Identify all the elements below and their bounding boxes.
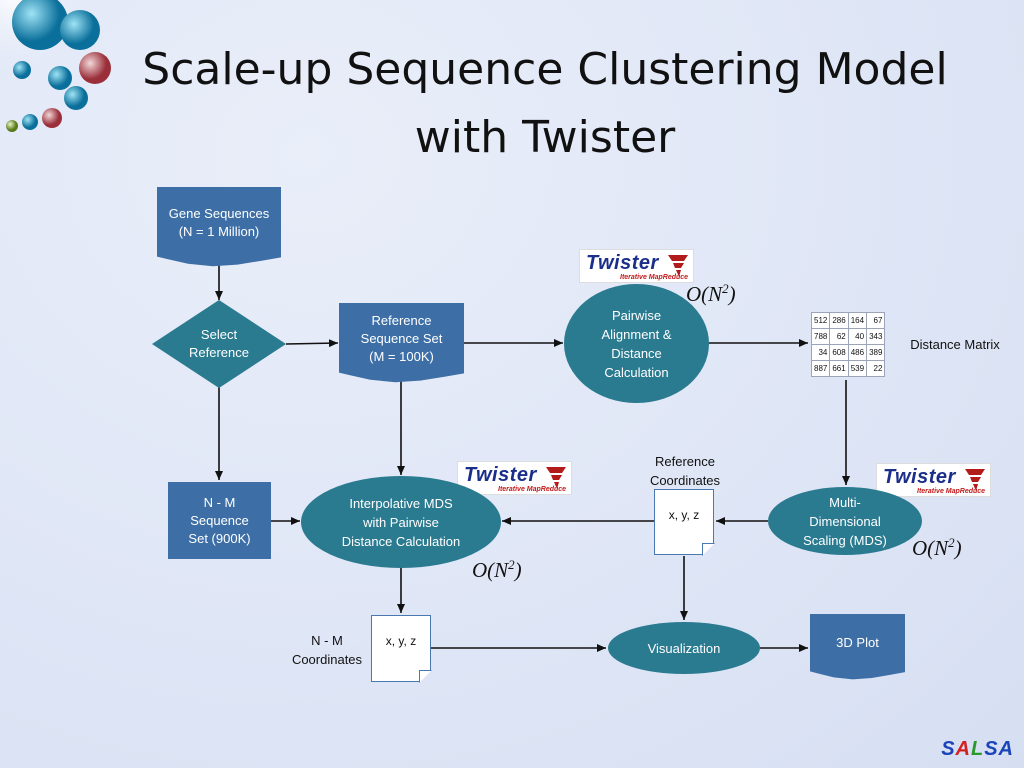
complexity-mds: O(N2)	[912, 535, 962, 561]
matrix-cell: 389	[866, 344, 886, 361]
salsa-letter: A	[998, 738, 1014, 760]
mds-line-1: Multi-	[829, 494, 861, 510]
nm-set-line-1: N - M	[203, 494, 236, 510]
ref-coords-line-2: Coordinates	[649, 473, 721, 488]
nm-coordinates-label: N - M Coordinates	[282, 631, 372, 669]
pairwise-line-4: Calculation	[604, 364, 669, 380]
complexity-interpolative: O(N2)	[472, 557, 522, 583]
interp-line-3: Distance Calculation	[341, 533, 461, 549]
decorative-globes-image	[0, 0, 140, 132]
matrix-cell: 486	[847, 344, 868, 361]
tornado-icon	[546, 467, 566, 489]
twister-logo-name: Twister	[464, 464, 537, 486]
mds-line-3: Scaling (MDS)	[803, 532, 887, 548]
slide-title: Scale-up Sequence Clustering Model with …	[60, 36, 1024, 172]
matrix-cell: 286	[829, 312, 849, 329]
twister-logo-tagline: Iterative MapReduce	[498, 486, 567, 493]
matrix-cell: 788	[810, 328, 831, 345]
pairwise-line-2: Alignment &	[601, 326, 672, 342]
interp-line-2: with Pairwise	[363, 514, 439, 530]
gene-sequences-node: Gene Sequences (N = 1 Million)	[157, 187, 281, 267]
interpolative-mds-node: Interpolative MDS with Pairwise Distance…	[301, 476, 501, 568]
matrix-cell: 608	[829, 344, 849, 361]
matrix-cell: 512	[810, 312, 831, 329]
complexity-pairwise: O(N2)	[686, 281, 736, 307]
select-reference-line-1: Select	[200, 327, 238, 342]
nm-coords-line-1: N - M	[311, 633, 343, 648]
title-line-2: with Twister	[414, 112, 676, 163]
twister-logo-mds: Twister Iterative MapReduce	[876, 463, 991, 497]
twister-logo-tagline: Iterative MapReduce	[917, 488, 986, 495]
twister-logo-name: Twister	[883, 466, 956, 488]
select-reference-diamond	[152, 300, 286, 388]
visualization-node: Visualization	[608, 622, 760, 674]
twister-logo-name: Twister	[586, 252, 659, 274]
arrow-select-to-refset	[285, 339, 339, 348]
ref-set-line-1: Reference	[371, 313, 432, 328]
reference-sequence-set-node: Reference Sequence Set (M = 100K)	[339, 303, 464, 383]
xyz-nm-text: x, y, z	[385, 634, 417, 648]
salsa-letter: L	[970, 738, 985, 760]
tornado-icon	[965, 469, 985, 491]
matrix-cell: 34	[810, 344, 831, 361]
interp-line-1: Interpolative MDS	[349, 495, 453, 511]
select-reference-line-2: Reference	[189, 345, 249, 360]
title-line-1: Scale-up Sequence Clustering Model	[142, 44, 948, 95]
xyz-reference-text: x, y, z	[668, 508, 700, 522]
nm-sequence-set-node: N - M Sequence Set (900K)	[168, 482, 271, 559]
nm-set-line-3: Set (900K)	[188, 530, 251, 546]
pairwise-alignment-node: Pairwise Alignment & Distance Calculatio…	[564, 284, 709, 403]
visualization-label: Visualization	[647, 640, 721, 656]
complexity-close: )	[514, 558, 522, 582]
gene-sequences-line-2: (N = 1 Million)	[178, 224, 260, 239]
complexity-base: O(N	[472, 558, 509, 582]
matrix-cell: 887	[810, 360, 831, 377]
mds-line-2: Dimensional	[809, 513, 881, 529]
twister-logo-pairwise: Twister Iterative MapReduce	[579, 249, 694, 283]
matrix-cell: 343	[866, 328, 886, 345]
reference-coordinates-label: Reference Coordinates	[630, 452, 740, 490]
mds-node: Multi- Dimensional Scaling (MDS)	[768, 487, 922, 555]
matrix-cell: 164	[847, 312, 868, 329]
complexity-exp: 2	[722, 281, 729, 296]
matrix-cell: 62	[829, 328, 849, 345]
distance-matrix-label: Distance Matrix	[910, 337, 1000, 352]
plot-3d-node: 3D Plot	[810, 614, 905, 680]
matrix-cell: 661	[829, 360, 849, 377]
twister-logo-interpolative: Twister Iterative MapReduce	[457, 461, 572, 495]
salsa-logo: SALSA	[941, 738, 1014, 761]
salsa-letter: S	[941, 738, 956, 760]
complexity-base: O(N	[912, 536, 949, 560]
complexity-exp: 2	[508, 557, 515, 572]
complexity-base: O(N	[686, 282, 723, 306]
matrix-cell: 67	[866, 312, 886, 329]
gene-sequences-line-1: Gene Sequences	[168, 206, 270, 221]
nm-set-line-2: Sequence	[190, 512, 249, 528]
ref-set-line-3: (M = 100K)	[369, 349, 434, 364]
nm-coords-line-2: Coordinates	[291, 652, 363, 667]
matrix-cell: 40	[847, 328, 868, 345]
ref-set-line-2: Sequence Set	[360, 331, 443, 346]
matrix-cell: 539	[847, 360, 868, 377]
pairwise-line-1: Pairwise	[611, 307, 662, 323]
salsa-letter: S	[984, 738, 999, 760]
tornado-icon	[668, 255, 688, 277]
twister-logo-tagline: Iterative MapReduce	[620, 274, 689, 281]
ref-coords-line-1: Reference	[655, 454, 715, 469]
pairwise-line-3: Distance	[611, 345, 662, 361]
complexity-close: )	[728, 282, 736, 306]
salsa-letter: A	[955, 738, 971, 760]
complexity-exp: 2	[948, 535, 955, 550]
select-reference-label: Select Reference	[152, 326, 286, 362]
complexity-close: )	[954, 536, 962, 560]
plot-3d-label: 3D Plot	[836, 635, 879, 650]
matrix-cell: 22	[866, 360, 886, 377]
